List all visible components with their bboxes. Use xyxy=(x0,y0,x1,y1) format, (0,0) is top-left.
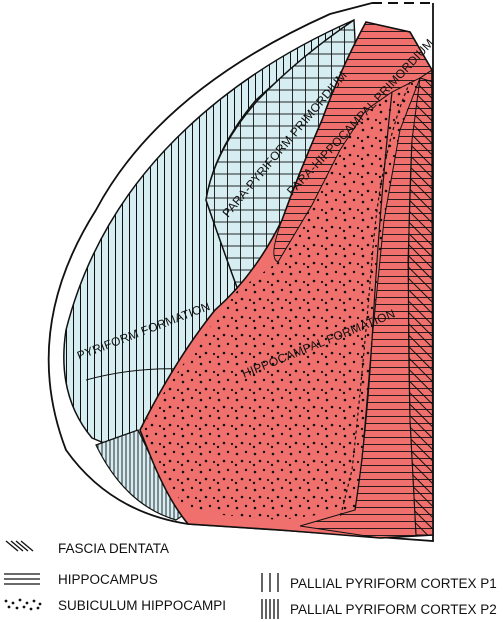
legend-item-fascia-dentata: FASCIA DENTATA xyxy=(5,540,169,556)
hemisphere-outline xyxy=(47,2,434,542)
subiculum-region xyxy=(140,78,420,520)
legend-item-pallial-p2: PALLIAL PYRIFORM CORTEX P2 xyxy=(261,599,497,619)
para-hippocampal-primordium-region xyxy=(273,21,433,263)
fascia-dentata-legend-label: FASCIA DENTATA xyxy=(58,541,169,556)
inner-boundary-curve-2 xyxy=(407,139,417,536)
subiculum-swatch xyxy=(4,598,42,611)
fascia-dentata-swatch xyxy=(5,540,34,552)
inner-boundary-curve xyxy=(354,91,393,511)
legend-item-subiculum: SUBICULUM HIPPOCAMPI xyxy=(4,598,226,613)
legend-item-pallial-p1: PALLIAL PYRIFORM CORTEX P1 xyxy=(261,573,497,592)
pyriform-hatch xyxy=(63,20,355,450)
subiculum-legend-label: SUBICULUM HIPPOCAMPI xyxy=(58,598,226,613)
para-pyriform-grid xyxy=(206,20,356,290)
pallial-p1-legend-label: PALLIAL PYRIFORM CORTEX P1 xyxy=(290,576,497,591)
legend: FASCIA DENTATA HIPPOCAMPUS SUBICULUM HIP… xyxy=(4,540,497,619)
pallial-p2-swatch xyxy=(261,599,279,619)
pallial-p2-hatch xyxy=(96,430,188,520)
hippocampus-swatch xyxy=(4,573,40,585)
legend-item-hippocampus: HIPPOCAMPUS xyxy=(4,572,158,587)
pallial-p2-legend-label: PALLIAL PYRIFORM CORTEX P2 xyxy=(290,602,497,617)
pallial-p1-swatch xyxy=(261,573,279,592)
hippocampus-legend-label: HIPPOCAMPUS xyxy=(58,572,158,587)
